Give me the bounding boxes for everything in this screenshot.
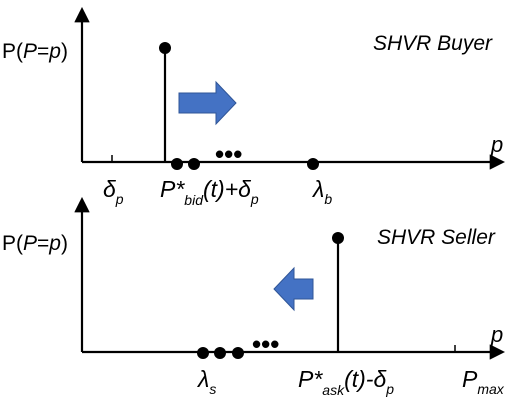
buyer-label-pbid: P*bid(t)+δp bbox=[160, 176, 259, 208]
seller-y-label: P(P=p) bbox=[2, 232, 68, 255]
seller-label-pmax: Pmax bbox=[462, 366, 505, 397]
seller-ellipsis: ••• bbox=[252, 329, 279, 359]
buyer-y-label: P(P=p) bbox=[2, 40, 68, 63]
buyer-x-axis-label: p bbox=[490, 132, 503, 157]
buyer-stem-dot bbox=[159, 42, 171, 54]
seller-title: SHVR Seller bbox=[377, 226, 496, 249]
seller-label-pask: P*ask(t)-δp bbox=[298, 366, 394, 398]
buyer-ellipsis: ••• bbox=[215, 139, 242, 169]
buyer-axis-dot bbox=[188, 158, 200, 170]
seller-axis-dot bbox=[214, 347, 226, 359]
buyer-axis-dot-lambda bbox=[307, 158, 319, 170]
buyer-label-lambda: λb bbox=[311, 176, 332, 207]
buyer-axis-dot bbox=[171, 158, 183, 170]
buyer-panel: P(P=p) SHVR Buyer p ••• δp P*bid(t)+δp λ… bbox=[2, 6, 506, 208]
buyer-shift-right-arrow bbox=[178, 80, 237, 126]
seller-axis-dot-lambda bbox=[197, 347, 209, 359]
buyer-label-delta: δp bbox=[103, 176, 124, 207]
seller-shift-left-arrow bbox=[273, 266, 314, 312]
seller-panel: P(P=p) SHVR Seller p ••• λs P*ask(t)-δp … bbox=[2, 196, 506, 398]
seller-stem-dot bbox=[332, 232, 344, 244]
buyer-title: SHVR Buyer bbox=[373, 32, 493, 55]
seller-x-axis-label: p bbox=[490, 322, 503, 347]
seller-label-lambda: λs bbox=[196, 366, 216, 397]
seller-axis-dot bbox=[232, 347, 244, 359]
